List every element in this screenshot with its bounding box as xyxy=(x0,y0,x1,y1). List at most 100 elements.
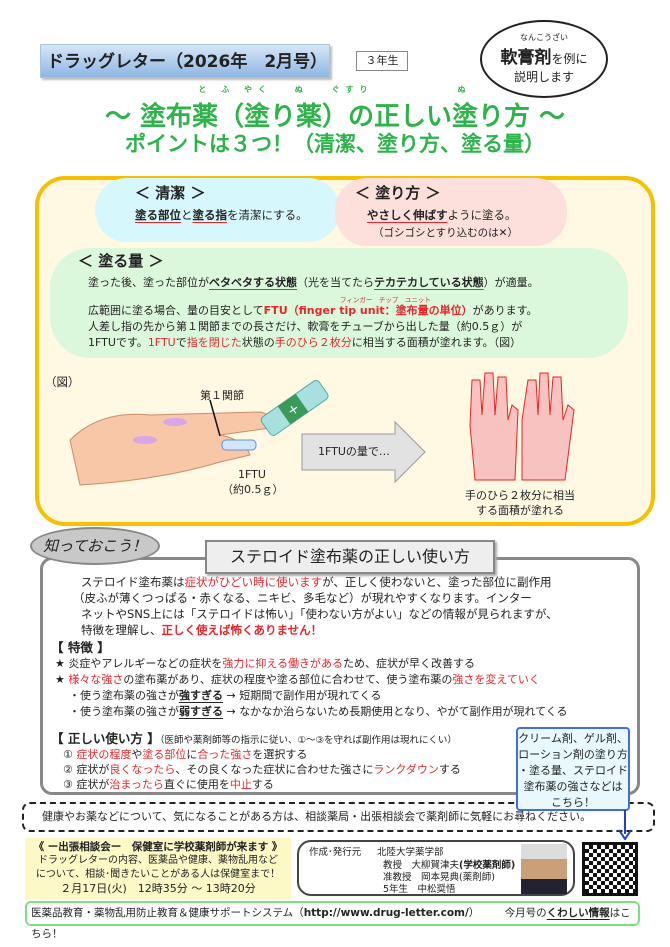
text: → なかなか治らないため長期使用となり、やがて副作用が現れてくる xyxy=(223,705,568,718)
features-heading: 【 特徴 】 xyxy=(51,640,110,655)
arrow-down-icon xyxy=(618,810,632,840)
usage-note: （医師や薬剤師等の指示に従い、①～③を守れば副作用は現れにくい） xyxy=(159,735,457,746)
text: 、その良くなった症状に合わせた強さに xyxy=(175,763,374,776)
cleanliness-section: ＜ 清潔 ＞ 塗る部位と塗る指を清潔にする。 xyxy=(95,178,340,242)
text: 症状の程度 xyxy=(76,748,132,761)
usage-heading: 【 正しい使い方 】 xyxy=(51,731,160,746)
consult-date: ２月17日(火) 12時35分 ～ 13時20分 xyxy=(60,882,256,895)
cleanliness-heading: ＜ 清潔 ＞ xyxy=(135,184,206,202)
underline: ベタベタする状態 xyxy=(209,276,297,289)
text: について、相談･聞きたいことがある人は保健室まで！ xyxy=(35,869,281,880)
text: 合った強さ xyxy=(197,748,253,761)
text: ネットやSNS上には「ステロイドは怖い」「使わない方がよい」などの情報が見られま… xyxy=(81,607,558,621)
text: 今月号の xyxy=(504,907,547,919)
method-heading: ＜ 塗り方 ＞ xyxy=(355,184,441,202)
text: ★ xyxy=(55,673,69,686)
finger-illustration: + xyxy=(69,379,329,486)
text: ローション剤の塗り方 xyxy=(518,748,628,761)
text: → 短期間で副作用が現れてくる xyxy=(223,689,382,702)
text: の塗布薬があり、症状の程度や塗る部位に合わせて、使う塗布薬の xyxy=(123,673,453,686)
footer-bar: 医薬品教育・薬物乱用防止教育＆健康サポートシステム（http://www.dru… xyxy=(25,901,640,940)
publisher-box: 作成･発行元 北陸大学薬学部 教授 大柳賀津夫(学校薬剤師) 准教授 岡本晃典(… xyxy=(297,840,575,896)
text: ）が適量。 xyxy=(483,276,539,289)
text: 広範囲に塗る場合、量の目安として xyxy=(88,304,264,317)
text: ③ 症状が xyxy=(63,778,110,791)
newsletter-title: ドラッグレター（2026年 2月号） xyxy=(40,44,330,78)
details-link[interactable]: くわしい情報 xyxy=(546,907,610,919)
text: 直ぐに使用を xyxy=(163,778,230,791)
text: （光を当てたら xyxy=(297,276,374,289)
text: ① xyxy=(63,748,77,761)
text: 強力に抑える働きがある xyxy=(222,657,344,670)
consultation-info: 《 ー出張相談会ー 保健室に学校薬剤師が来ます 》 ドラッグレターの内容、医薬品… xyxy=(25,838,291,900)
text: ランクダウン xyxy=(373,763,439,776)
underline: テカテカしている状態 xyxy=(374,276,484,289)
text: 准教授 岡本晃典(薬剤師) xyxy=(383,872,495,883)
text: で xyxy=(175,336,187,349)
text: ため、症状が早く改善する xyxy=(343,657,476,670)
text: に xyxy=(186,748,198,761)
text: 強さを変えていく xyxy=(452,673,540,686)
text: 北陸大学薬学部 xyxy=(377,847,444,858)
text: する xyxy=(251,778,274,791)
ftu-text: 1FTU xyxy=(238,468,266,481)
text: 中止 xyxy=(229,778,252,791)
text: する xyxy=(438,763,461,776)
consult-notice: 健康やお薬などについて、気になることがある方は、相談薬局・出張相談会で薬剤師に気… xyxy=(22,802,655,832)
text: （皮ふが薄くつっぱる・赤くなる、ニキビ、多毛など）が現れやすくなります。インター xyxy=(73,591,532,605)
ftu-ruby: フィンガー チップ ユニット xyxy=(340,296,431,304)
text: はこちら！ xyxy=(31,907,631,940)
speech-bubble: なんこうざい 軟膏剤を例に 説明します xyxy=(480,20,608,98)
text: ステロイド塗布薬は xyxy=(81,575,185,589)
method-section: ＜ 塗り方 ＞ やさしく伸ばすように塗る。 （ゴシゴシとすり込むのは✕） xyxy=(335,178,567,246)
text: ように塗る。 xyxy=(447,208,517,222)
text: があります。 xyxy=(472,304,538,317)
text: や xyxy=(131,748,143,761)
weight-text: （約0.5ｇ） xyxy=(222,483,284,496)
text: 作成･発行元 xyxy=(309,847,362,858)
text: 状態の xyxy=(241,336,275,349)
figure-label: （図） xyxy=(45,375,80,389)
text: 手のひら２枚分に相当 xyxy=(465,489,575,502)
more-info-scroll[interactable]: クリーム剤、ゲル剤、ローション剤の塗り方・塗る量、ステロイド塗布薬の強さなどはこ… xyxy=(516,727,630,811)
palms-caption: 手のひら２枚分に相当する面積が塗れる xyxy=(455,488,585,518)
text: 正しく使えば怖くありません！ xyxy=(161,623,323,637)
amount-heading: ＜ 塗る量 ＞ xyxy=(78,252,164,270)
text: ドラッグレターの内容、医薬品や健康、薬物乱用など xyxy=(38,855,278,866)
text: 強すぎる xyxy=(179,689,223,702)
text: 1FTU xyxy=(147,336,176,349)
text: 塗る部位 xyxy=(142,748,187,761)
text: 指を閉じた xyxy=(186,336,242,349)
bubble-rest: を例に xyxy=(551,52,588,66)
text: と xyxy=(181,208,193,222)
text: ） xyxy=(468,907,480,919)
text: こちら！ xyxy=(551,796,595,809)
text: が、正しく使わないと、塗った部位に副作用 xyxy=(322,575,552,589)
text: に相当する面積が塗れます。（図） xyxy=(351,336,522,349)
author-photo xyxy=(521,844,567,894)
palms-illustration xyxy=(469,372,575,481)
text: ② 症状が xyxy=(63,763,110,776)
text: 手のひら２枚分 xyxy=(274,336,352,349)
underline-gently: やさしく伸ばす xyxy=(367,208,448,222)
text: 治まったら xyxy=(109,778,164,791)
steroid-panel: ステロイド塗布薬は症状がひどい時に使いますが、正しく使わないと、塗った部位に副作… xyxy=(40,557,640,795)
bubble-ruby: なんこうざい xyxy=(520,33,568,42)
arrow-icon xyxy=(301,420,426,484)
text: 塗った後、塗った部位が xyxy=(88,276,209,289)
text: 教授 大柳賀津夫 xyxy=(383,860,460,871)
text: を選択する xyxy=(252,748,308,761)
text: 様々な強さ xyxy=(68,673,124,686)
grade-badge: ３年生 xyxy=(356,51,408,71)
steroid-title: ステロイド塗布薬の正しい使い方 xyxy=(205,540,495,574)
text: クリーム剤、ゲル剤、 xyxy=(518,732,628,745)
text: ・使う塗布薬の強さが xyxy=(69,689,179,702)
text: ・使う塗布薬の強さが xyxy=(69,705,179,718)
bubble-word: 軟膏剤 xyxy=(500,48,552,68)
qr-code[interactable] xyxy=(582,842,638,896)
website-link[interactable]: http://www.drug-letter.com/ xyxy=(303,907,469,919)
text: 医薬品教育・薬物乱用防止教育＆健康サポートシステム（ xyxy=(31,907,304,919)
title-ruby: と ふ やく ぬ ぐすり ぬ xyxy=(198,85,472,94)
text: 特徴を理解し、 xyxy=(81,623,162,637)
method-note: （ゴシゴシとすり込むのは✕） xyxy=(373,227,518,239)
